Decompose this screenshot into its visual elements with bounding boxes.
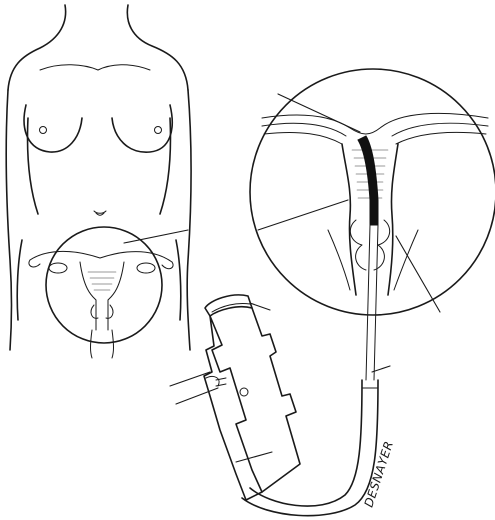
hysteroscope-instrument xyxy=(204,295,300,500)
leader-line-9 xyxy=(236,452,272,462)
leader-lines xyxy=(124,94,440,462)
leader-line-1 xyxy=(124,230,188,243)
leader-line-3 xyxy=(258,200,348,230)
female-torso-outline xyxy=(6,5,191,350)
leader-line-4 xyxy=(396,236,440,312)
leader-line-7 xyxy=(170,372,210,386)
leader-line-2 xyxy=(278,94,360,132)
flexible-sheath xyxy=(242,225,378,516)
artist-signature: DESNAYER xyxy=(362,439,397,509)
catheter-tip xyxy=(358,136,378,225)
pelvic-inset-circle xyxy=(29,227,173,358)
